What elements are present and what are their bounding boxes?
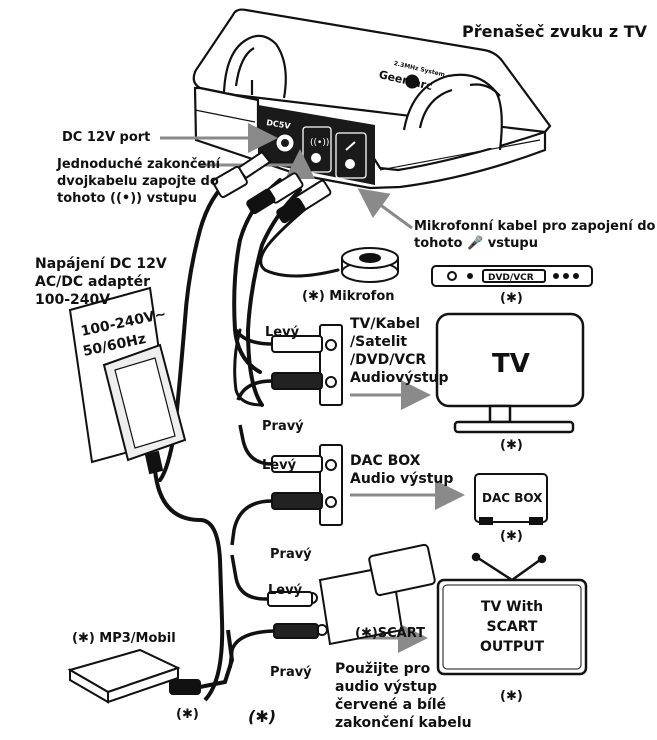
- dvd-player: DVD/VCR: [431, 265, 593, 287]
- left-label-1: Levý: [265, 325, 300, 340]
- front-panel: DC5V ((•)): [258, 105, 375, 185]
- mp3-player: [67, 629, 235, 704]
- scart-tv-mark: (✱): [500, 689, 523, 704]
- left-label-3: Levý: [268, 583, 303, 598]
- dac-mark: (✱): [500, 529, 523, 544]
- mp3-mark: (✱): [176, 707, 199, 722]
- mp3-label: (✱) MP3/Mobil: [72, 631, 176, 646]
- microphone: [341, 247, 399, 283]
- audio-wave-icon: ((•)): [110, 191, 143, 206]
- scart-label: (✱)SCART: [355, 626, 426, 641]
- use-red-white-label: Použijte pro audio výstup červené a bílé…: [335, 661, 472, 731]
- rca-group-scart: [228, 543, 436, 669]
- dvd-label: DVD/VCR: [488, 273, 534, 283]
- tv-label: TV: [492, 349, 530, 379]
- mic-cable-label: Mikrofonní kabel pro zapojení do tohoto …: [414, 219, 656, 251]
- scart-tv-line-1: TV With: [481, 599, 543, 615]
- bottom-mark: (✱): [248, 707, 277, 726]
- mic-icon: 🎤: [467, 236, 484, 251]
- single-end-label: Jednoduché zakončení dvojkabelu zapojte …: [57, 157, 221, 206]
- arrow-audio-in: [200, 149, 315, 179]
- mic-icon: [345, 141, 356, 151]
- right-label-1: Pravý: [262, 419, 304, 434]
- dvd-mark: (✱): [500, 291, 523, 306]
- dac-box-label: DAC BOX: [482, 491, 543, 505]
- power-label: Napájení DC 12V AC/DC adaptér 100-240V: [35, 256, 167, 308]
- scart-tv-line-3: OUTPUT: [480, 639, 544, 655]
- rca-group-tv: [234, 324, 343, 406]
- diagram-title: Přenašeč zvuku z TV: [462, 22, 647, 41]
- mic-in-jack[interactable]: [345, 159, 355, 169]
- right-label-3: Pravý: [270, 665, 312, 680]
- arrow-mic-in: [357, 188, 413, 230]
- right-label-2: Pravý: [270, 547, 312, 562]
- power-adapter: 100-240V~ 50/60Hz: [68, 286, 225, 702]
- dac-box: DAC BOX: [474, 473, 548, 525]
- microphone-label: (✱) Mikrofon: [302, 289, 395, 304]
- scart-tv: TV With SCART OUTPUT: [436, 552, 588, 676]
- tv-mark: (✱): [500, 438, 523, 453]
- scart-tv-line-2: SCART: [487, 619, 538, 635]
- audio-in-jack[interactable]: [311, 153, 321, 163]
- tv-source-label: TV/Kabel /Satelit /DVD/VCR Audiovýstup: [350, 316, 449, 386]
- dac-label: DAC BOX Audio výstup: [350, 453, 454, 487]
- rca-group-dac: [230, 424, 343, 546]
- left-label-2: Levý: [262, 458, 297, 473]
- cables: [158, 150, 340, 482]
- tv-set: TV: [435, 312, 585, 434]
- audio-wave-icon: ((•)): [310, 138, 329, 148]
- dc-port-label: DC 12V port: [62, 130, 151, 145]
